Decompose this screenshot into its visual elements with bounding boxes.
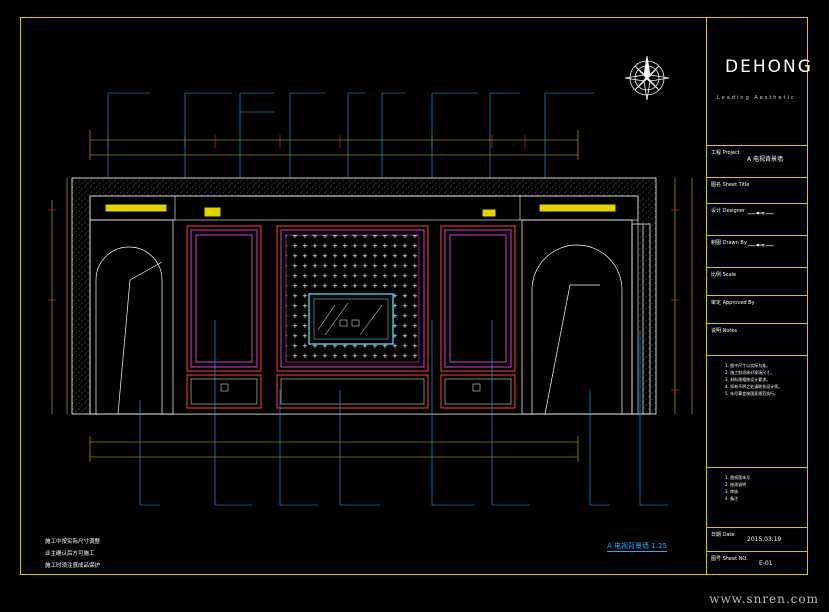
north-arrow-icon	[624, 55, 670, 101]
tb-row-title: 图名 Sheet Title	[707, 177, 808, 188]
drawing-frame	[20, 17, 808, 575]
tv-icon	[308, 293, 394, 345]
drawing-title: A 电视背景墙 1:25	[607, 542, 667, 552]
tb-row-date: 日期 Date 2015.03.19	[707, 527, 808, 543]
company-tagline: Leading Aesthetic	[717, 95, 796, 101]
tb-row-project: 工程 Project A 电视背景墙	[707, 145, 808, 163]
watermark: www.snren.com	[709, 592, 819, 606]
drawing-date: 2015.03.19	[747, 536, 782, 543]
tb-row-designer: 设计 Designer —⊷—	[707, 203, 808, 219]
title-block: DEHONG Leading Aesthetic 工程 Project A 电视…	[706, 17, 811, 575]
bottom-note-3: 施工时须注意成品保护	[45, 563, 101, 569]
tb-row-sheet: 图号 Sheet NO. E-01	[707, 551, 808, 567]
tb-row-drawn: 制图 Drawn By —⊷—	[707, 235, 808, 251]
drawing-name: A 电视背景墙	[747, 156, 784, 163]
designer-signature: —⊷—	[747, 209, 774, 219]
bottom-note-1: 施工中按实际尺寸调整	[45, 539, 101, 545]
tb-row-notes-label: 说明 Notes	[707, 323, 808, 334]
tb-row-approved: 审定 Approved By	[707, 295, 808, 306]
notes-list: 1. 图中尺寸以实际为准。 2. 施工前须核对现场尺寸。 3. 材料规格按设计要…	[725, 363, 783, 396]
company-logo: DEHONG	[725, 57, 813, 77]
bottom-note-2: 业主确认后方可施工	[45, 551, 95, 557]
tb-revision-box: 1. 图纸版本号 2. 修改说明 3. 审核 4. 备注	[707, 467, 808, 525]
tb-notes-box: 1. 图中尺寸以实际为准。 2. 施工前须核对现场尺寸。 3. 材料规格按设计要…	[707, 355, 808, 467]
sheet-number: E-01	[759, 560, 773, 567]
drawer-signature: —⊷—	[747, 241, 774, 251]
tb-row-scale: 比例 Scale	[707, 267, 808, 278]
